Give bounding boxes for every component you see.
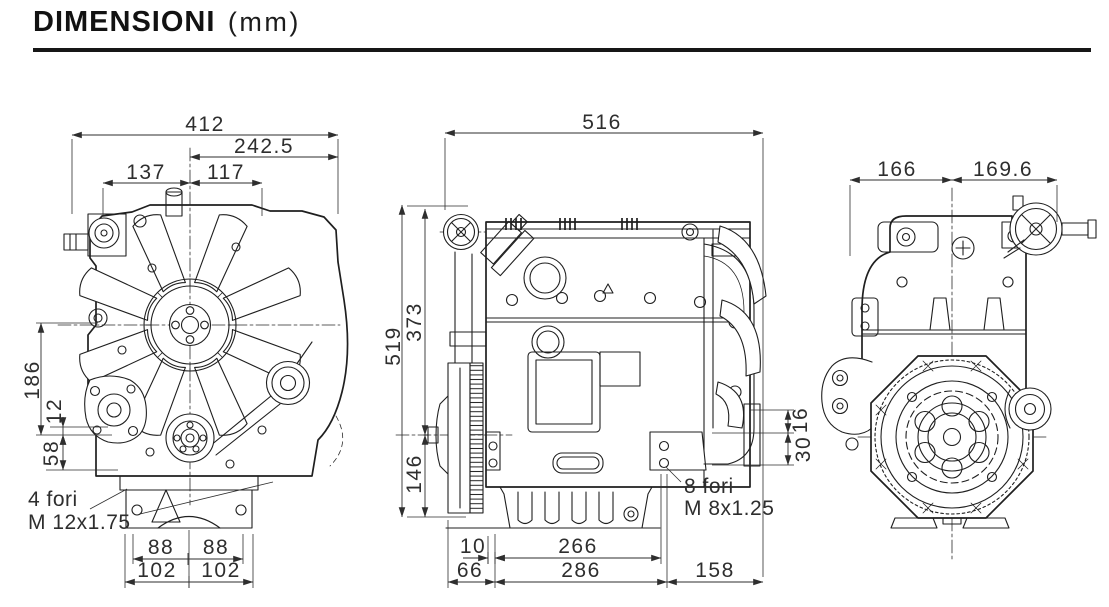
dim-label: 16 bbox=[789, 407, 812, 433]
side-fan bbox=[703, 225, 767, 467]
dim-side-158: 158 bbox=[666, 559, 764, 586]
rear-fan-wheel bbox=[1003, 195, 1097, 259]
dim-side-266: 266 bbox=[494, 535, 662, 562]
dim-label: 186 bbox=[21, 360, 44, 400]
dim-label: 58 bbox=[40, 440, 63, 466]
dim-label: 137 bbox=[126, 161, 166, 184]
dim-label: 88 bbox=[148, 536, 174, 559]
dim-side-16: 16 bbox=[784, 407, 812, 434]
dim-rear-166: 166 bbox=[849, 158, 953, 184]
dim-front-58: 58 bbox=[40, 434, 67, 471]
dim-label: 286 bbox=[561, 559, 601, 582]
dim-front-186: 186 bbox=[21, 322, 45, 436]
rear-engine-block bbox=[851, 215, 1027, 401]
dim-label: 117 bbox=[207, 161, 245, 184]
dim-label: 266 bbox=[558, 535, 598, 558]
side-engine-drawing bbox=[395, 213, 767, 529]
side-hole-note: 8 fori M 8x1.25 bbox=[665, 466, 774, 520]
dim-side-66: 66 bbox=[447, 559, 496, 586]
side-mount-feet bbox=[485, 431, 707, 471]
dim-label: 242.5 bbox=[234, 135, 294, 158]
front-base-mount bbox=[119, 475, 259, 529]
front-dimensions: 412 242.5 137 117 186 bbox=[21, 113, 339, 588]
dim-side-30: 30 bbox=[784, 432, 815, 466]
front-view: 412 242.5 137 117 186 bbox=[21, 113, 349, 588]
dim-front-102-102: 102 102 bbox=[124, 559, 254, 588]
front-belt-pulley bbox=[209, 341, 313, 456]
dim-side-286: 286 bbox=[494, 559, 668, 586]
rear-flywheel bbox=[870, 355, 1034, 529]
side-oil-sump bbox=[445, 486, 661, 529]
rear-dimensions: 166 169.6 bbox=[849, 158, 1058, 256]
dim-label: 166 bbox=[877, 158, 917, 181]
rear-engine-drawing bbox=[821, 187, 1097, 563]
side-flywheel bbox=[423, 362, 484, 514]
dim-front-242-5: 242.5 bbox=[189, 135, 339, 161]
dim-label: 412 bbox=[185, 113, 225, 136]
side-engine-block bbox=[485, 218, 751, 488]
dim-label: 516 bbox=[582, 111, 622, 134]
rear-idler-pulley bbox=[1004, 387, 1052, 431]
dim-side-519: 519 bbox=[382, 204, 406, 518]
title-unit: (mm) bbox=[227, 7, 301, 37]
rear-view: 166 169.6 bbox=[821, 158, 1097, 563]
dim-label: 373 bbox=[403, 302, 426, 342]
dim-front-117: 117 bbox=[189, 161, 263, 187]
hole-note-line2: M 8x1.25 bbox=[684, 497, 774, 520]
dim-side-516: 516 bbox=[444, 111, 764, 137]
dim-rear-169-6: 169.6 bbox=[951, 158, 1058, 184]
dim-front-12: 12 bbox=[43, 398, 67, 445]
front-cooling-fan bbox=[79, 214, 301, 436]
dim-label: 146 bbox=[403, 454, 426, 494]
dim-front-412: 412 bbox=[71, 113, 339, 139]
dim-label: 10 bbox=[460, 535, 486, 558]
hole-note-line2: M 12x1.75 bbox=[28, 511, 131, 534]
dim-label: 30 bbox=[792, 436, 815, 462]
side-crank-pulley bbox=[442, 213, 480, 251]
rear-starter bbox=[821, 357, 873, 451]
dim-side-373: 373 bbox=[403, 208, 429, 436]
dim-label: 169.6 bbox=[973, 158, 1033, 181]
dim-front-137: 137 bbox=[102, 161, 191, 187]
front-hole-note: 4 fori M 12x1.75 bbox=[28, 481, 274, 534]
dim-front-88-88: 88 88 bbox=[132, 536, 244, 565]
front-engine-drawing bbox=[57, 147, 349, 529]
side-dimensions: 516 519 373 146 bbox=[382, 111, 815, 588]
dim-label: 102 bbox=[137, 559, 177, 582]
dim-label: 12 bbox=[43, 398, 66, 424]
page-title: DIMENSIONI (mm) bbox=[33, 6, 301, 39]
front-starter-motor bbox=[84, 375, 147, 444]
title-text: DIMENSIONI bbox=[33, 6, 216, 38]
dim-label: 88 bbox=[203, 536, 229, 559]
side-view: 516 519 373 146 bbox=[382, 111, 815, 588]
hole-note-line1: 4 fori bbox=[28, 488, 78, 511]
dim-label: 66 bbox=[457, 559, 483, 582]
front-crank-pulley bbox=[165, 413, 215, 463]
dim-label: 158 bbox=[695, 559, 735, 582]
dim-label: 519 bbox=[382, 326, 405, 366]
hole-note-line1: 8 fori bbox=[684, 475, 734, 498]
title-underline bbox=[33, 48, 1091, 52]
front-bolts bbox=[117, 242, 267, 469]
dim-side-146: 146 bbox=[403, 434, 429, 518]
dim-label: 102 bbox=[201, 559, 241, 582]
front-top-accessories bbox=[63, 187, 183, 328]
side-injection-assembly bbox=[480, 213, 535, 277]
